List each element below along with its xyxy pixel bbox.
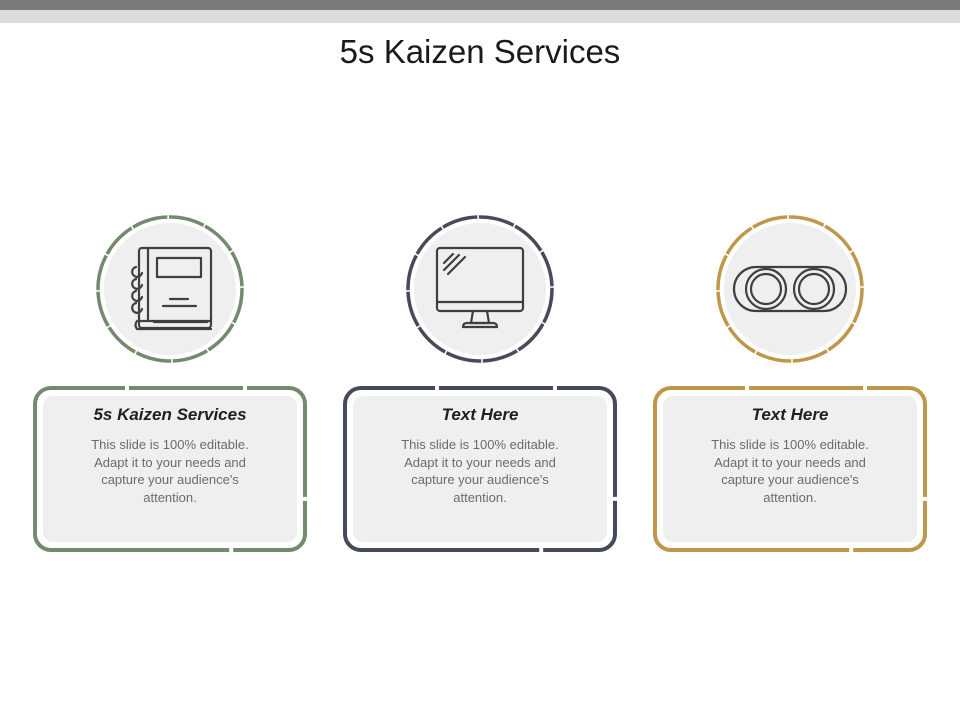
item-2-heading: Text Here: [441, 405, 519, 424]
item-3-icon-circle: [710, 209, 870, 369]
slide-title: 5s Kaizen Services: [339, 33, 621, 70]
item-1-body: This slide is 100% editable. Adapt it to…: [91, 437, 249, 505]
top-sub-bar: [0, 10, 960, 23]
binoculars-icon: [732, 265, 848, 313]
item-3-body: This slide is 100% editable. Adapt it to…: [711, 437, 869, 505]
item-2-body: This slide is 100% editable. Adapt it to…: [401, 437, 559, 505]
item-1-heading: 5s Kaizen Services: [93, 405, 247, 424]
notebook-icon: [131, 246, 213, 331]
monitor-icon: [435, 246, 525, 329]
item-3-card: Text Here This slide is 100% editable. A…: [653, 386, 927, 552]
item-1-icon-circle: [90, 209, 250, 369]
item-2-card: Text Here This slide is 100% editable. A…: [343, 386, 617, 552]
item-1-card: 5s Kaizen Services This slide is 100% ed…: [33, 386, 307, 552]
item-3-heading: Text Here: [751, 405, 829, 424]
top-accent-bar: [0, 0, 960, 10]
item-2-icon-circle: [400, 209, 560, 369]
